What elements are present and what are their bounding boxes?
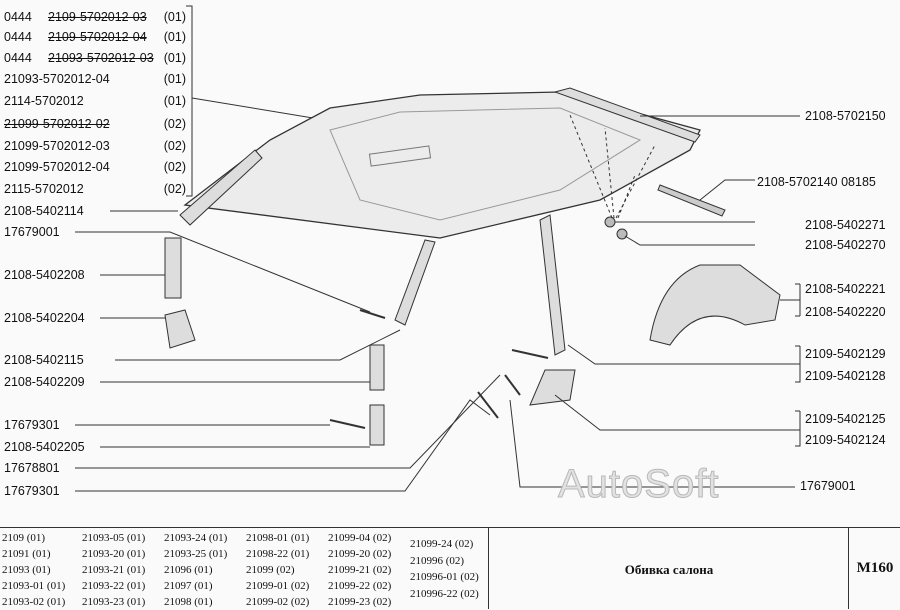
callout-label: 17679001 xyxy=(800,479,856,493)
callout-label: 2108-5702140 08185 xyxy=(757,175,876,189)
model-code: 21099-22 (02) xyxy=(328,580,392,592)
model-code: 21093-05 (01) xyxy=(82,532,146,544)
callout-label: 2109-5402129 xyxy=(805,347,886,361)
callout-label: 2109-5402124 xyxy=(805,433,886,447)
part-number: 21093-5702012-04 xyxy=(4,72,110,86)
callout-label: 17679301 xyxy=(4,418,60,432)
model-code: 21093-01 (01) xyxy=(2,580,66,592)
part-qty: (01) xyxy=(163,94,186,108)
callout-label: 2108-5402271 xyxy=(805,218,886,232)
callout-label: 2108-5402208 xyxy=(4,268,85,282)
callout-label: 2108-5402221 xyxy=(805,282,886,296)
model-code: 21098-01 (01) xyxy=(246,532,310,544)
part-prefix: 0444 xyxy=(4,30,32,44)
callout-label: 2108-5402204 xyxy=(4,311,85,325)
part-number: 2109-5702012-04 xyxy=(48,30,147,44)
model-code: 210996-22 (02) xyxy=(410,587,479,600)
model-code: 21093-24 (01) xyxy=(164,532,228,544)
title-block: 2109 (01) 21091 (01) 21093 (01) 21093-01 (0… xyxy=(0,527,900,609)
model-code: 21099-20 (02) xyxy=(328,548,392,560)
callout-label: 17679001 xyxy=(4,225,60,239)
model-code: 210996-01 (02) xyxy=(410,571,479,583)
part-qty: (01) xyxy=(163,72,186,86)
model-code: 21099-23 (02) xyxy=(328,596,392,608)
part-number: 21099-5702012-03 xyxy=(4,139,110,153)
model-code: 21099-24 (02) xyxy=(410,538,474,550)
model-code: 2109 (01) xyxy=(2,532,46,544)
part-number: 2109-5702012-03 xyxy=(48,10,147,24)
part-number: 2115-5702012 xyxy=(4,182,84,196)
part-number: 21099-5702012-04 xyxy=(4,160,110,174)
part-qty: (02) xyxy=(163,139,186,153)
part-qty: (01) xyxy=(163,10,186,24)
model-code: 21093-20 (01) xyxy=(82,548,146,560)
model-code: 21099 (02) xyxy=(246,564,295,576)
model-code: 21093-02 (01) xyxy=(2,596,66,608)
model-code: 21099-02 (02) xyxy=(246,596,310,608)
model-code: 21098 (01) xyxy=(164,596,213,608)
part-number: 21099-5702012-02 xyxy=(4,117,110,131)
part-qty: (02) xyxy=(163,182,186,196)
model-code: 21091 (01) xyxy=(2,548,51,560)
model-code: 21093-21 (01) xyxy=(82,564,146,576)
parts-drawing xyxy=(75,5,801,492)
model-code: 21093-25 (01) xyxy=(164,548,228,560)
model-code: 21096 (01) xyxy=(164,564,213,576)
model-code: 210996 (02) xyxy=(410,554,465,567)
callout-label: 2108-5402270 xyxy=(805,238,886,252)
part-number: 21093-5702012-03 xyxy=(48,51,154,65)
callout-label: 17679301 xyxy=(4,484,60,498)
callout-label: 17678801 xyxy=(4,461,60,475)
callout-label: 2108-5402220 xyxy=(805,305,886,319)
model-code: 21099-21 (02) xyxy=(328,564,392,576)
model-code: 21093 (01) xyxy=(2,564,51,576)
model-code: 21099-01 (02) xyxy=(246,580,310,592)
model-code: 21099-04 (02) xyxy=(328,532,392,544)
model-code: 21098-22 (01) xyxy=(246,548,310,560)
part-qty: (02) xyxy=(163,117,186,131)
part-number: 2114-5702012 xyxy=(4,94,84,108)
part-prefix: 0444 xyxy=(4,10,32,24)
model-code: 21093-23 (01) xyxy=(82,596,146,608)
model-code: 21097 (01) xyxy=(164,580,213,592)
model-code: 21093-22 (01) xyxy=(82,580,146,592)
watermark: AutoSoft xyxy=(557,462,720,507)
part-qty: (02) xyxy=(163,160,186,174)
callout-label: 2109-5402128 xyxy=(805,369,886,383)
callout-label: 2108-5702150 xyxy=(805,109,886,123)
callout-label: 2108-5402209 xyxy=(4,375,85,389)
callout-label: 2108-5402114 xyxy=(4,204,84,218)
callout-label: 2109-5402125 xyxy=(805,412,886,426)
part-qty: (01) xyxy=(163,30,186,44)
part-qty: (01) xyxy=(163,51,186,65)
callout-label: 2108-5402115 xyxy=(4,353,84,367)
callout-label: 2108-5402205 xyxy=(4,440,85,454)
section-code: M160 xyxy=(856,560,894,576)
section-title: Обивка салона xyxy=(624,562,714,577)
part-prefix: 0444 xyxy=(4,51,32,65)
